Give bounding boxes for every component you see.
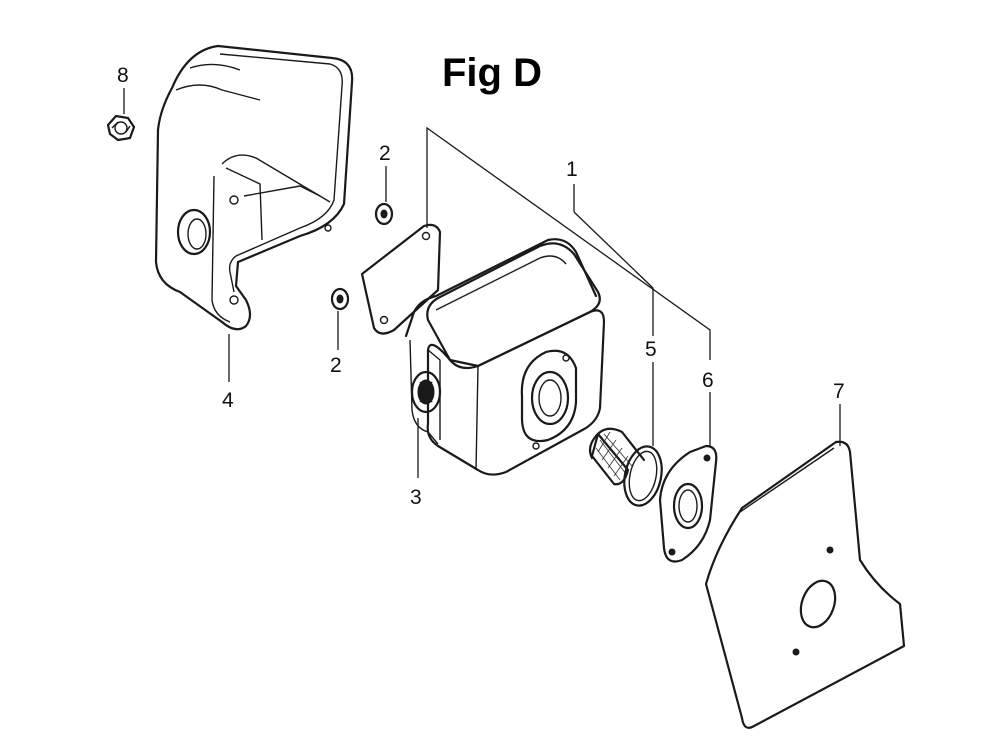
part-8-nut <box>106 114 136 142</box>
callout-2-upper: 2 <box>379 142 391 165</box>
part-1-muffler-body <box>404 238 606 476</box>
part-7-heat-insulator <box>704 440 906 729</box>
part-1-plate-gasket <box>360 223 442 335</box>
part-4-muffler-protector <box>154 44 354 331</box>
callout-7: 7 <box>833 380 845 403</box>
part-2-washer-lower <box>330 287 350 311</box>
callout-3: 3 <box>410 486 422 509</box>
leader-1-to-5 <box>573 211 654 289</box>
callout-6: 6 <box>702 369 714 392</box>
figure-title: Fig D <box>442 51 542 95</box>
part-5-spark-arrester <box>588 427 663 507</box>
callout-5: 5 <box>645 338 657 361</box>
part-2-washer-upper <box>374 202 394 226</box>
callout-2-lower: 2 <box>330 354 342 377</box>
leader-1-bracket <box>426 126 711 360</box>
part-6-muffler-gasket <box>658 444 718 563</box>
callout-1: 1 <box>566 158 578 181</box>
callout-4: 4 <box>222 389 234 412</box>
callout-8: 8 <box>117 64 129 87</box>
